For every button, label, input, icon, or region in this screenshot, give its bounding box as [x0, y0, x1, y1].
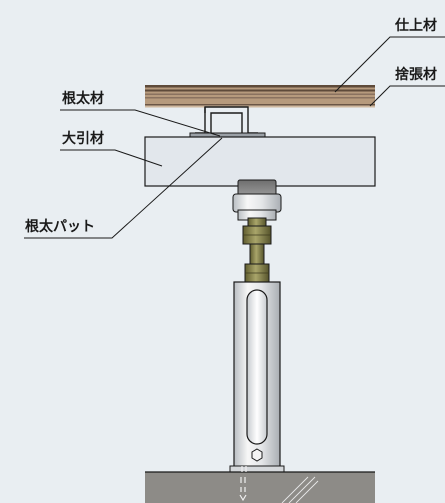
label-subfloor-board: 捨張材 — [395, 67, 437, 83]
label-joist: 根太材 — [62, 91, 104, 107]
label-girder: 大引材 — [62, 131, 104, 147]
leader-lines — [24, 36, 445, 239]
upper-bolt — [242, 217, 272, 283]
label-finish-material: 仕上材 — [395, 18, 437, 34]
base-plate — [229, 465, 285, 473]
support-head — [232, 179, 282, 221]
support-pipe — [233, 281, 281, 469]
anchor-marks — [239, 466, 247, 502]
joist-pad — [189, 132, 266, 138]
girder-beam — [144, 136, 376, 187]
label-joist-pad: 根太パット — [25, 219, 95, 235]
joist-channel — [195, 106, 258, 134]
floor-layers — [145, 85, 375, 108]
concrete-slab — [145, 471, 375, 503]
